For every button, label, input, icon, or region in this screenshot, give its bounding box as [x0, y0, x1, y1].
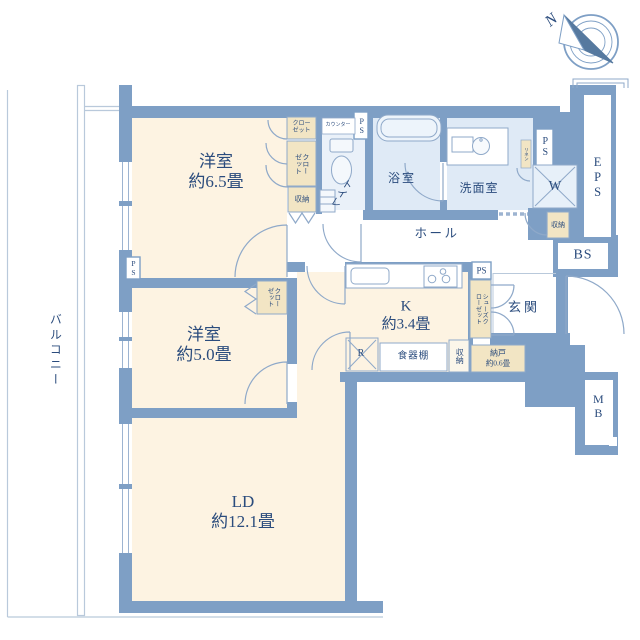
hand-basin: [319, 189, 336, 213]
label-storage-hall: 収納: [294, 194, 310, 204]
windows: [119, 162, 132, 553]
label-washer: W: [548, 178, 562, 194]
label-storage-room: 納戸 約0.6畳: [485, 348, 511, 368]
walls: [119, 85, 618, 613]
door-bedroom2: [244, 361, 288, 405]
label-bath: 浴室: [387, 170, 417, 185]
label-ps-washroom: PS: [539, 136, 551, 158]
door-closet3: [243, 283, 258, 315]
label-refrigerator: R: [357, 348, 365, 360]
stove: [423, 265, 458, 288]
label-closet-2: クローゼット: [294, 153, 310, 174]
door-toilet: [322, 223, 362, 263]
door-hall-passage: [306, 265, 346, 305]
label-bs: BS: [573, 247, 593, 263]
door-nook-storage: [524, 212, 548, 236]
toilet-bowl: [331, 155, 352, 185]
utility-cutouts: [558, 95, 617, 446]
door-bedroom1: [234, 224, 288, 278]
label-cupboard: 食器棚: [397, 351, 430, 362]
label-living: LD 約12.1畳: [211, 491, 275, 531]
kitchen-sink: [350, 267, 390, 285]
label-bedroom2: 洋室 約5.0畳: [176, 324, 232, 364]
label-hall: ホール: [414, 226, 460, 241]
label-storage-kitchen: 収納: [455, 348, 465, 364]
balcony-lines: [6, 84, 383, 618]
door-hall-storage: [288, 211, 316, 225]
door-linen: [516, 167, 531, 182]
label-eps: EPS: [590, 154, 605, 200]
fixtures: [319, 114, 578, 372]
label-closet-3: クローゼット: [266, 287, 280, 308]
compass-needle-light: [558, 13, 586, 51]
label-shoes-closet: シューズクローゼット: [474, 293, 489, 325]
door-shoes-closet-upper: [490, 284, 515, 309]
toilet-tank: [329, 138, 354, 153]
label-balcony: バルコニー: [48, 312, 63, 388]
bathtub: [376, 114, 442, 142]
label-mb: MB: [591, 392, 606, 420]
doors: [234, 119, 625, 405]
door-entrance: [565, 275, 625, 335]
label-ps-bedroom2: PS: [128, 259, 138, 277]
door-kitchen-ld: [311, 331, 351, 371]
label-ps-toilet: PS: [357, 116, 367, 135]
label-entrance: 玄関: [507, 299, 541, 315]
label-bedroom1: 洋室 約6.5畳: [188, 151, 244, 191]
door-bath: [404, 162, 444, 202]
label-counter: カウンター: [325, 123, 351, 129]
door-closet1: [267, 119, 288, 140]
door-closet2: [265, 142, 289, 188]
label-kitchen: K 約3.4畳: [381, 298, 431, 332]
label-linen: リネン: [524, 147, 530, 161]
label-ps-kitchen: PS: [476, 265, 487, 276]
label-closet-1: クローゼット: [292, 120, 311, 134]
door-shoes-closet-lower: [490, 311, 515, 336]
label-washroom: 洗面室: [459, 180, 499, 195]
closet-boxes: [256, 116, 570, 373]
toilet-counter: [321, 117, 356, 135]
pipe-space-boxes: [125, 111, 554, 280]
label-storage-nook: 収納: [551, 220, 565, 229]
compass: [558, 13, 629, 88]
eps-top-bracket: [572, 78, 629, 88]
